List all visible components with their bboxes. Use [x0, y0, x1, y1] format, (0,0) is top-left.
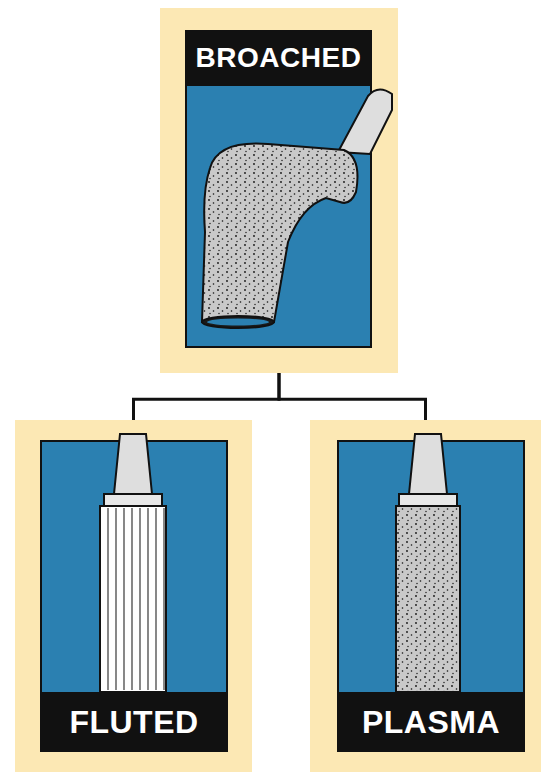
- label-band: BROACHED: [185, 30, 372, 86]
- stem-type-label: BROACHED: [196, 42, 362, 74]
- tree-connector: [279, 373, 426, 420]
- stem-type-box: FLUTED: [15, 420, 252, 772]
- stem-type-label: FLUTED: [69, 704, 198, 741]
- label-band: PLASMA: [337, 692, 525, 752]
- stem-type-label: PLASMA: [362, 704, 500, 741]
- tree-connector: [134, 373, 280, 420]
- stem-type-box: PLASMA: [310, 420, 541, 772]
- stem-type-box: BROACHED: [160, 8, 398, 373]
- label-band: FLUTED: [40, 692, 228, 752]
